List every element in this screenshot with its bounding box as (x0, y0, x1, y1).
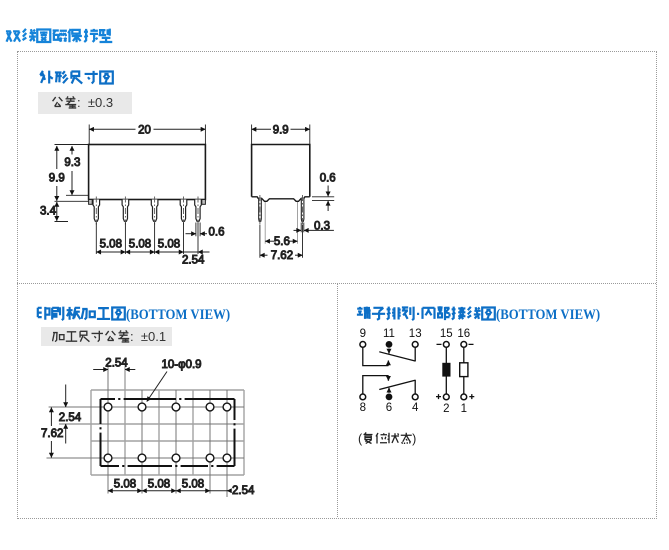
svg-text:9.9: 9.9 (49, 173, 65, 185)
svg-text:9.3: 9.3 (64, 157, 80, 169)
svg-text:5.6: 5.6 (274, 236, 290, 248)
svg-text:5.08: 5.08 (158, 239, 180, 251)
svg-text:15: 15 (440, 328, 453, 340)
svg-text:4: 4 (412, 402, 419, 414)
svg-text:5.08: 5.08 (100, 239, 122, 251)
svg-text:20: 20 (138, 125, 151, 137)
svg-text:7.62: 7.62 (271, 250, 293, 262)
svg-text:0.3: 0.3 (314, 221, 330, 233)
svg-text:2.54: 2.54 (59, 412, 82, 424)
svg-text:5.08: 5.08 (114, 478, 136, 490)
svg-text:7.62: 7.62 (41, 428, 63, 440)
svg-text:0.6: 0.6 (209, 226, 225, 238)
svg-text:0.6: 0.6 (320, 173, 336, 185)
svg-text:5.08: 5.08 (148, 478, 170, 490)
svg-text:11: 11 (383, 328, 395, 340)
svg-text:2.54: 2.54 (105, 358, 128, 370)
svg-text:1: 1 (461, 403, 467, 415)
svg-text:5.08: 5.08 (182, 478, 204, 490)
svg-text:6: 6 (386, 402, 392, 414)
svg-text:9: 9 (360, 328, 366, 340)
svg-text:9.9: 9.9 (273, 125, 289, 137)
svg-text:3.4: 3.4 (40, 206, 57, 218)
svg-text:16: 16 (457, 328, 470, 340)
svg-text:2.54: 2.54 (232, 485, 255, 497)
svg-text:2: 2 (443, 403, 449, 415)
svg-text:10-φ0.9: 10-φ0.9 (162, 359, 202, 371)
svg-text:13: 13 (409, 328, 422, 340)
svg-text:8: 8 (360, 402, 366, 414)
svg-text:2.54: 2.54 (182, 254, 205, 266)
svg-text:5.08: 5.08 (129, 239, 151, 251)
